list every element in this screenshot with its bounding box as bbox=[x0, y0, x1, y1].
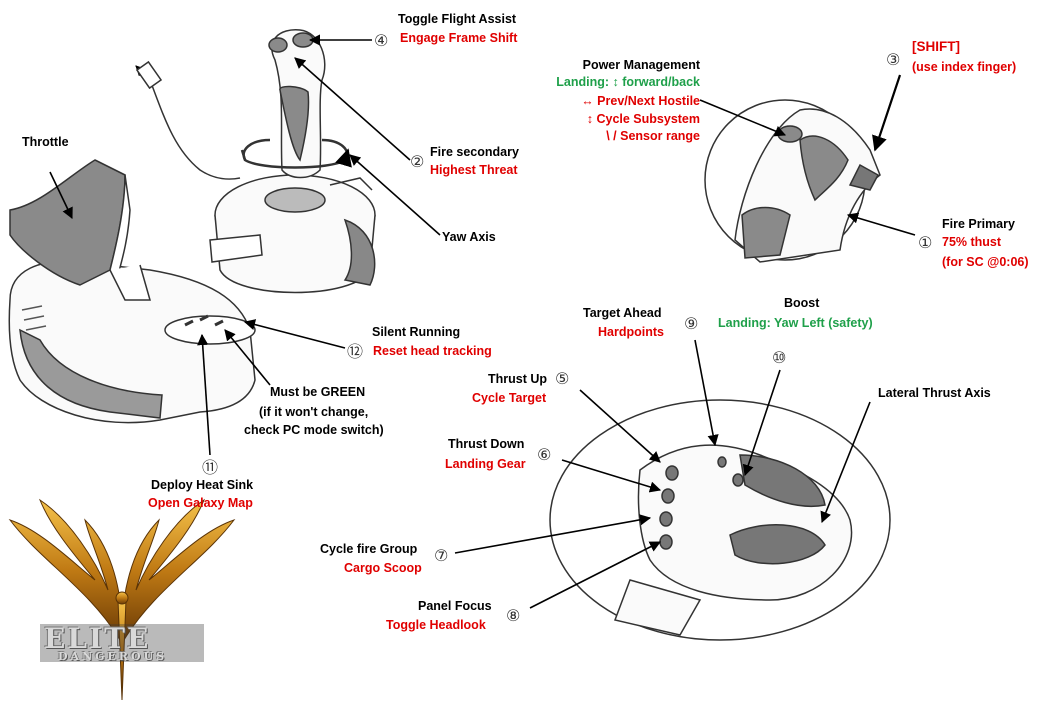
usb-cable bbox=[135, 60, 241, 180]
label-lateral-thrust-axis: Lateral Thrust Axis bbox=[878, 386, 991, 400]
label-75-thrust: 75% thust bbox=[942, 235, 1002, 249]
label-check-pc-mode: check PC mode switch) bbox=[244, 423, 384, 437]
callout-number-4: ④ bbox=[374, 31, 389, 50]
label-yaw-axis: Yaw Axis bbox=[442, 230, 496, 244]
arrow-shift bbox=[872, 74, 902, 152]
callout-number-10: ⑩ bbox=[772, 348, 787, 367]
label-if-wont-change: (if it won't change, bbox=[259, 405, 369, 419]
label-engage-frame-shift: Engage Frame Shift bbox=[400, 31, 518, 45]
label-cycle-target: Cycle Target bbox=[472, 391, 547, 405]
label-sensor-range: \ / Sensor range bbox=[606, 129, 700, 143]
label-open-galaxy-map: Open Galaxy Map bbox=[148, 496, 253, 510]
callout-number-7: ⑦ bbox=[434, 546, 449, 565]
label-silent-running: Silent Running bbox=[372, 325, 461, 339]
label-landing-yaw-left: Landing: Yaw Left (safety) bbox=[718, 316, 873, 330]
arrow-throttle bbox=[49, 171, 73, 220]
label-panel-focus: Panel Focus bbox=[418, 599, 492, 613]
arrow-fire-secondary bbox=[294, 57, 411, 161]
label-deploy-heat-sink: Deploy Heat Sink bbox=[151, 478, 254, 492]
label-prev-next-hostile: ↔ Prev/Next Hostile bbox=[581, 94, 700, 108]
callout-arrows bbox=[49, 34, 916, 609]
callout-number-12: ⑫ bbox=[347, 342, 364, 361]
label-target-ahead: Target Ahead bbox=[583, 306, 662, 320]
callout-number-5: ⑤ bbox=[555, 369, 570, 388]
logo-elite-text: ELITE bbox=[44, 622, 151, 655]
arrow-panel-focus bbox=[529, 541, 661, 609]
callout-number-11: ⑪ bbox=[202, 458, 219, 477]
label-landing-forward-back: Landing: ↕ forward/back bbox=[556, 75, 700, 89]
arrow-fire-primary bbox=[846, 212, 916, 236]
label-shift: [SHIFT] bbox=[912, 39, 960, 54]
label-fire-secondary: Fire secondary bbox=[430, 145, 519, 159]
arrow-boost bbox=[742, 369, 781, 477]
label-must-be-green: Must be GREEN bbox=[270, 385, 366, 399]
label-hardpoints: Hardpoints bbox=[598, 325, 664, 339]
callout-number-8: ⑧ bbox=[506, 606, 521, 625]
joystick-base bbox=[209, 174, 376, 294]
label-thrust-down: Thrust Down bbox=[448, 437, 525, 451]
arrow-thrust-down bbox=[561, 459, 662, 493]
label-thrust-up: Thrust Up bbox=[488, 372, 548, 386]
label-for-sc: (for SC @0:06) bbox=[942, 255, 1029, 269]
label-cycle-subsystem: ↕ Cycle Subsystem bbox=[586, 112, 700, 126]
label-boost: Boost bbox=[784, 296, 820, 310]
label-toggle-flight-assist: Toggle Flight Assist bbox=[398, 12, 517, 26]
label-use-index-finger: (use index finger) bbox=[912, 60, 1017, 74]
callout-number-2: ② bbox=[410, 152, 425, 171]
arrow-target-ahead bbox=[694, 339, 719, 447]
label-reset-head-tracking: Reset head tracking bbox=[373, 344, 492, 358]
label-cargo-scoop: Cargo Scoop bbox=[344, 561, 422, 575]
inset-base bbox=[549, 399, 891, 641]
label-power-management: Power Management bbox=[582, 58, 700, 72]
callout-number-9: ⑨ bbox=[684, 314, 699, 333]
label-throttle: Throttle bbox=[22, 135, 69, 149]
logo-dangerous-text: DANGEROUS bbox=[58, 650, 168, 663]
inset-stick-top bbox=[704, 99, 881, 263]
arrow-cycle-fire-group bbox=[454, 514, 652, 554]
label-toggle-headlook: Toggle Headlook bbox=[386, 618, 486, 632]
joystick-stick bbox=[240, 29, 348, 179]
callout-number-6: ⑥ bbox=[537, 445, 552, 464]
elite-logo bbox=[8, 498, 236, 701]
arrow-power-management bbox=[699, 99, 787, 137]
arrow-deploy-heat-sink bbox=[197, 333, 211, 456]
label-cycle-fire-group: Cycle fire Group bbox=[320, 542, 418, 556]
throttle-unit bbox=[8, 159, 256, 424]
callout-number-1: ① bbox=[918, 233, 933, 252]
label-highest-threat: Highest Threat bbox=[430, 163, 518, 177]
callout-number-3: ③ bbox=[886, 50, 901, 69]
label-fire-primary: Fire Primary bbox=[942, 217, 1015, 231]
label-landing-gear: Landing Gear bbox=[445, 457, 526, 471]
arrow-silent-running bbox=[243, 319, 346, 349]
arrow-lateral-thrust bbox=[820, 401, 871, 524]
arrow-yaw-axis bbox=[349, 154, 441, 236]
arrow-thrust-up bbox=[579, 389, 661, 463]
arrow-must-be-green bbox=[224, 329, 271, 386]
